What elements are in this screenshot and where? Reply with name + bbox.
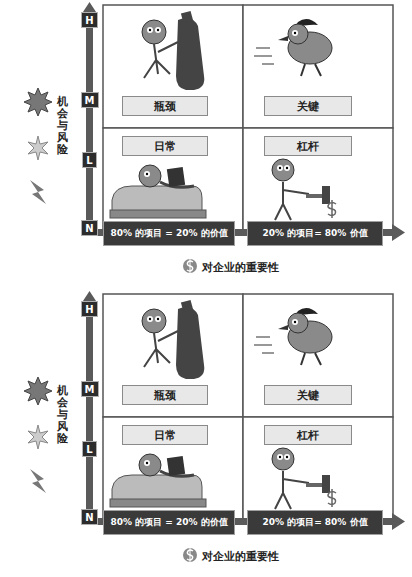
node-text: 20% 的项目= 80% 价值 [262, 516, 367, 529]
node-text: L [86, 444, 92, 455]
matrix-art [24, 291, 405, 563]
quadrant-label: 日常 [122, 136, 208, 156]
node-text: 日常 [154, 139, 176, 154]
axis-title: 机会与风险 [57, 96, 68, 156]
node-text: H [85, 304, 93, 315]
node-text: 杠杆 [297, 139, 319, 154]
node-text: 日常 [154, 428, 176, 443]
quadrant-label: 瓶颈 [122, 385, 208, 405]
node-text: 关键 [297, 388, 319, 403]
node-text: 80% 的项目 = 20% 的价值 [110, 227, 227, 240]
quadrant-label: 日常 [122, 425, 208, 445]
node-text: 80% 的项目 = 20% 的价值 [110, 516, 227, 529]
node-text: 杠杆 [297, 428, 319, 443]
node-text: 瓶颈 [154, 99, 176, 114]
axis-level: H [81, 12, 98, 28]
axis-title: 对企业的重要性 [202, 549, 279, 564]
value-bar: 80% 的项目 = 20% 的价值 [103, 221, 235, 246]
node-text: H [85, 15, 93, 26]
axis-level: L [82, 441, 97, 457]
axis-level: N [81, 220, 98, 236]
axis-level: N [81, 509, 98, 525]
value-bar: 20% 的项目= 80% 价值 [247, 510, 383, 535]
node-text: 关键 [297, 99, 319, 114]
node-text: 瓶颈 [154, 388, 176, 403]
node-text: 20% 的项目= 80% 价值 [262, 227, 367, 240]
quadrant-label: 杠杆 [264, 136, 352, 156]
value-bar: 80% 的项目 = 20% 的价值 [103, 510, 235, 535]
quadrant-label: 瓶颈 [122, 96, 208, 116]
axis-level: H [81, 301, 98, 317]
axis-level: L [82, 152, 97, 168]
quadrant-label: 杠杆 [264, 425, 352, 445]
axis-level: M [81, 92, 99, 108]
value-bar: 20% 的项目= 80% 价值 [247, 221, 383, 246]
matrix-art [24, 2, 405, 274]
node-text: M [85, 95, 95, 106]
axis-level: M [81, 381, 99, 397]
node-text: L [86, 155, 92, 166]
quadrant-label: 关键 [264, 96, 352, 116]
quadrant-label: 关键 [264, 385, 352, 405]
axis-title: 机会与风险 [57, 385, 68, 445]
node-text: N [85, 223, 93, 234]
node-text: M [85, 384, 95, 395]
axis-title: 对企业的重要性 [202, 260, 279, 275]
node-text: N [85, 512, 93, 523]
